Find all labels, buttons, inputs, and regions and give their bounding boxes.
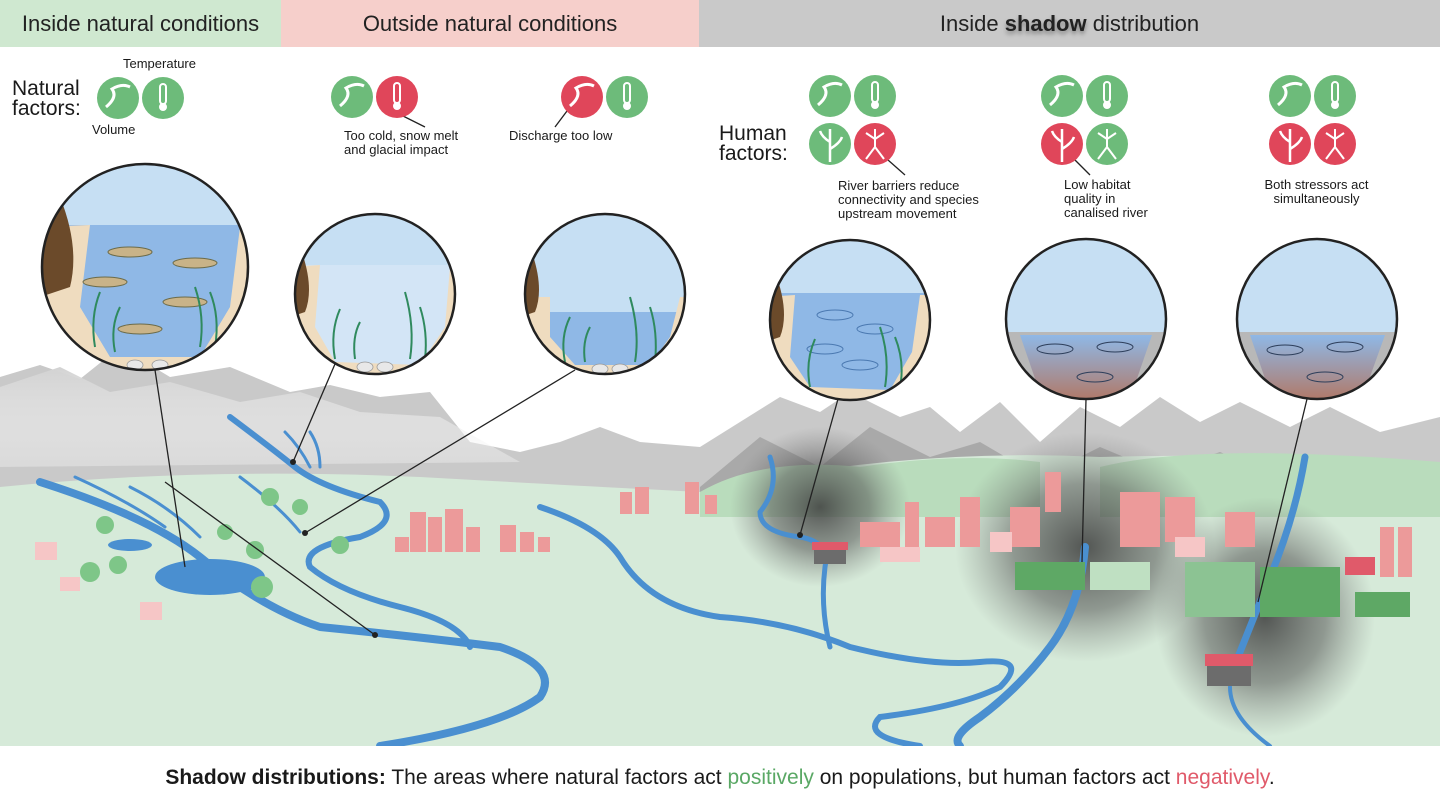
label-river-barriers-line3: upstream movement <box>838 206 957 221</box>
label-low-habitat-line3: canalised river <box>1064 205 1148 220</box>
city-buildings <box>395 472 1412 577</box>
footer-text-part2: on populations, but human factors act <box>819 765 1170 789</box>
footer-positive-word: positively <box>727 765 814 789</box>
aquatic-plant-icon <box>1041 123 1083 165</box>
label-too-cold-line1: Too cold, snow melt <box>344 128 459 143</box>
magnifier-too-cold <box>293 212 457 376</box>
thermometer-icon <box>1314 75 1356 117</box>
label-human-factors-line2: factors: <box>719 142 788 165</box>
magnifier-both-stressors <box>1235 237 1399 401</box>
magnifier-inside-natural <box>40 162 250 372</box>
natural-factor-icons <box>97 75 1356 119</box>
label-natural-factors-line1: Natural <box>12 77 80 100</box>
header-shadow-suffix: distribution <box>1092 10 1200 36</box>
label-both-stressors-line2: simultaneously <box>1273 191 1360 206</box>
river-barrier-dams <box>812 542 1253 666</box>
footer-text-part1: The areas where natural factors act <box>391 765 722 789</box>
label-too-cold-line2: and glacial impact <box>344 142 449 157</box>
label-low-habitat-line1: Low habitat <box>1064 177 1131 192</box>
label-river-barriers-line2: connectivity and species <box>838 192 979 207</box>
label-natural-factors: Natural factors: <box>12 77 81 120</box>
farm-fields <box>1015 557 1410 617</box>
label-low-habitat: Low habitat quality in canalised river <box>1064 178 1148 220</box>
header-outside-natural: Outside natural conditions <box>281 0 699 47</box>
header-bar: Inside natural conditions Outside natura… <box>0 0 1440 47</box>
label-both-stressors: Both stressors act simultaneously <box>1244 178 1389 206</box>
lake <box>155 559 265 595</box>
footer-period: . <box>1268 765 1275 789</box>
landscape-illustration <box>0 75 1440 750</box>
pond <box>108 539 152 551</box>
footer-bold-term: Shadow distributions: <box>165 765 386 789</box>
label-human-factors: Human factors: <box>719 122 788 165</box>
header-shadow-distribution: Inside shadow distribution <box>699 0 1440 47</box>
landscape-scene: Temperature Natural factors: Volume Too … <box>0 47 1440 750</box>
riparian-roots-icon <box>854 123 896 165</box>
label-human-factors-line1: Human <box>719 122 787 145</box>
trees <box>80 488 349 598</box>
riparian-roots-icon <box>1086 123 1128 165</box>
river-wave-icon <box>331 76 373 118</box>
label-river-barriers: River barriers reduce connectivity and s… <box>838 179 979 221</box>
dam-arches <box>814 550 1251 686</box>
label-natural-factors-line2: factors: <box>12 97 81 120</box>
footer-definition: Shadow distributions: The areas where na… <box>0 746 1440 809</box>
magnifier-discharge-low <box>523 212 687 376</box>
river-wave-icon <box>1041 75 1083 117</box>
header-inside-natural-text: Inside natural conditions <box>21 10 260 36</box>
header-outside-natural-text: Outside natural conditions <box>362 10 618 36</box>
river-wave-icon <box>809 75 851 117</box>
header-shadow-bold: shadow <box>1004 10 1087 36</box>
label-too-cold: Too cold, snow melt and glacial impact <box>344 129 458 157</box>
thermometer-icon <box>1086 75 1128 117</box>
thermometer-icon <box>376 76 418 118</box>
label-both-stressors-line1: Both stressors act <box>1264 177 1369 192</box>
river-wave-icon <box>97 77 139 119</box>
leader-dots <box>290 459 803 638</box>
label-volume: Volume <box>92 122 136 137</box>
riparian-roots-icon <box>1314 123 1356 165</box>
thermometer-icon <box>606 76 648 118</box>
label-discharge-low: Discharge too low <box>509 128 613 143</box>
magnifier-low-habitat <box>1004 237 1168 401</box>
human-factor-icons <box>809 123 1356 165</box>
header-shadow-prefix: Inside <box>939 10 999 36</box>
river-network <box>36 414 1309 750</box>
aquatic-plant-icon <box>1269 123 1311 165</box>
label-low-habitat-line2: quality in <box>1064 191 1116 206</box>
thermometer-icon <box>142 77 184 119</box>
label-river-barriers-line1: River barriers reduce <box>838 178 960 193</box>
header-inside-natural: Inside natural conditions <box>0 0 281 47</box>
river-wave-icon <box>561 76 603 118</box>
city-houses <box>35 532 1205 620</box>
magnifier-river-barriers <box>768 238 932 402</box>
label-temperature: Temperature <box>123 56 196 71</box>
river-wave-icon <box>1269 75 1311 117</box>
footer-negative-word: negatively <box>1175 765 1269 789</box>
aquatic-plant-icon <box>809 123 851 165</box>
thermometer-icon <box>854 75 896 117</box>
